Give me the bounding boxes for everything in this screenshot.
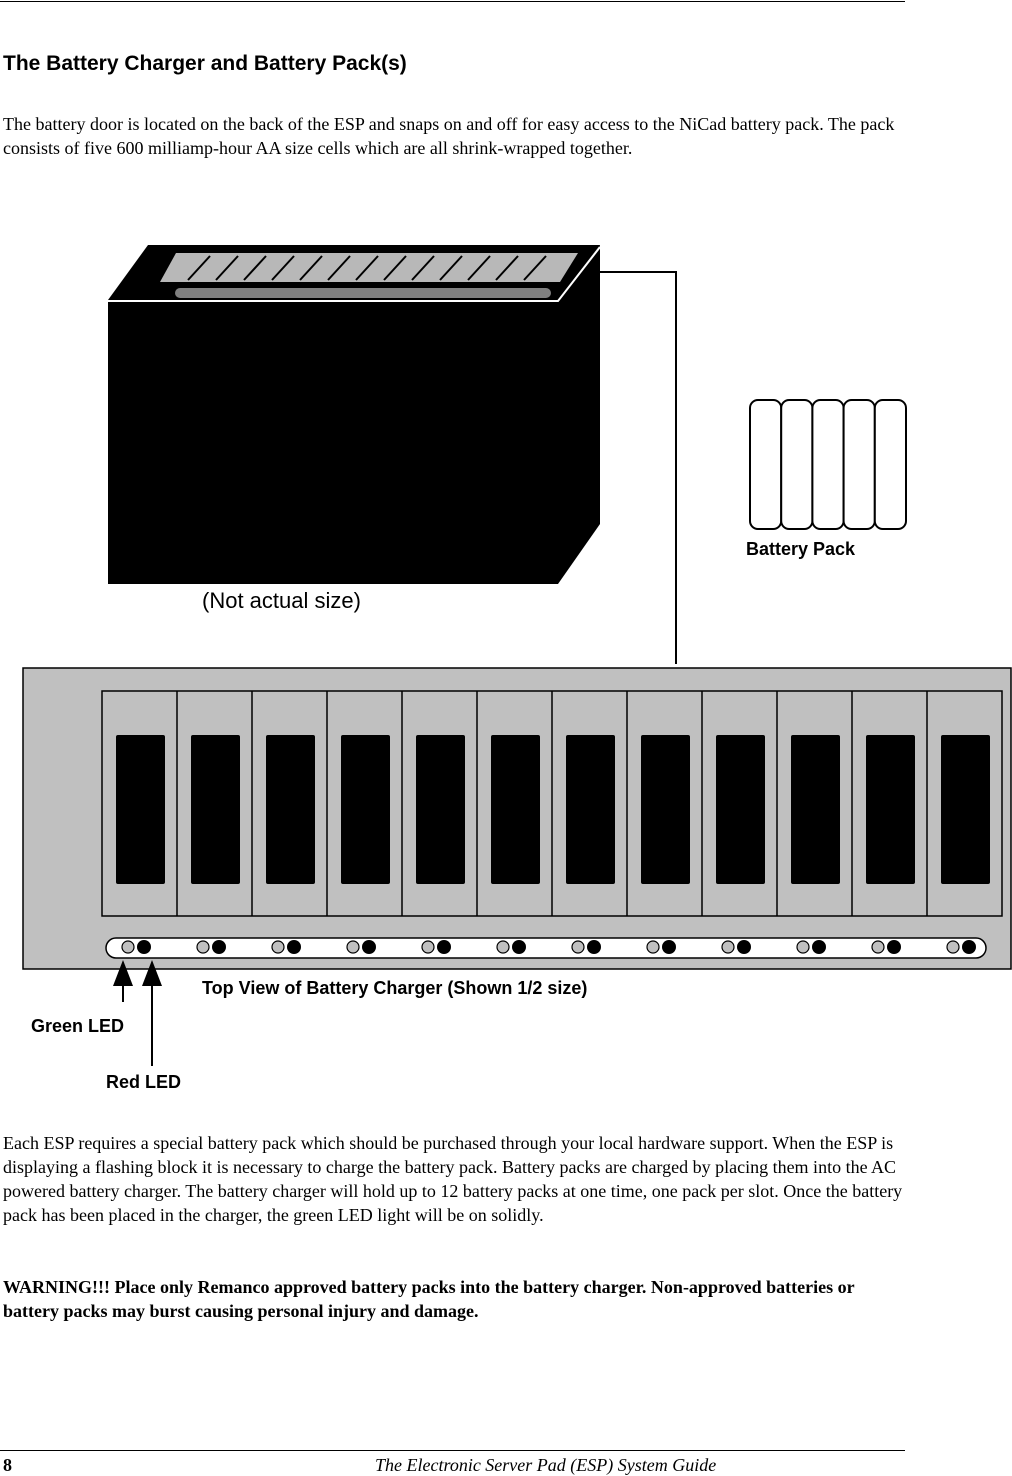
warning-paragraph: WARNING!!! Place only Remanco approved b… — [3, 1277, 855, 1321]
vent-line — [355, 255, 379, 281]
battery-cell — [780, 399, 814, 530]
green-led-indicator — [721, 940, 735, 954]
battery-pack — [749, 399, 907, 530]
vent-line — [187, 255, 211, 281]
led-bar — [105, 937, 987, 959]
red-led-indicator — [887, 940, 901, 954]
vent-line — [215, 255, 239, 281]
vent-line — [411, 255, 435, 281]
green-led-arrow — [113, 960, 133, 1002]
guide-title: The Electronic Server Pad (ESP) System G… — [375, 1455, 717, 1475]
battery-cell — [811, 399, 845, 530]
red-led-indicator — [812, 940, 826, 954]
charger-slot-pocket — [566, 735, 615, 884]
vent-line — [383, 255, 407, 281]
battery-cell — [873, 399, 907, 530]
green-led-indicator — [196, 940, 210, 954]
charger-block-front — [108, 300, 558, 584]
red-led-label: Red LED — [106, 1072, 182, 1092]
charging-paragraph: Each ESP requires a special battery pack… — [3, 1133, 903, 1225]
red-led-arrow — [142, 960, 162, 1066]
red-led-indicator — [437, 940, 451, 954]
charger-slot-pocket — [716, 735, 765, 884]
charger-slot-pocket — [266, 735, 315, 884]
green-led-indicator — [946, 940, 960, 954]
red-led-indicator — [587, 940, 601, 954]
charger-slots — [116, 691, 990, 916]
red-led-indicator — [737, 940, 751, 954]
footer-rule — [0, 1450, 905, 1451]
green-led-indicator — [571, 940, 585, 954]
red-led-indicator — [362, 940, 376, 954]
green-led-indicator — [421, 940, 435, 954]
vent-line — [299, 255, 323, 281]
led-pairs — [121, 940, 976, 954]
charger-slot-pocket — [116, 735, 165, 884]
red-led-indicator — [212, 940, 226, 954]
connector-line — [598, 271, 677, 664]
vent-line — [467, 255, 491, 281]
battery-figure — [22, 245, 1012, 1066]
top-rule — [0, 1, 905, 2]
charger-slot-pocket — [341, 735, 390, 884]
green-led-indicator — [646, 940, 660, 954]
red-led-indicator — [662, 940, 676, 954]
battery-cell — [749, 399, 783, 530]
green-led-indicator — [271, 940, 285, 954]
charger-slot-pocket — [641, 735, 690, 884]
not-actual-size-note: (Not actual size) — [202, 588, 361, 613]
vent-line — [327, 255, 351, 281]
charger-caption: Top View of Battery Charger (Shown 1/2 s… — [202, 978, 588, 998]
charger-slot-pocket — [941, 735, 990, 884]
charger-block-edge — [108, 246, 601, 302]
section-heading: The Battery Charger and Battery Pack(s) — [3, 52, 407, 75]
vent-line — [523, 255, 547, 281]
green-led-label: Green LED — [31, 1016, 125, 1036]
green-led-indicator — [496, 940, 510, 954]
red-led-indicator — [137, 940, 151, 954]
vent-line — [271, 255, 295, 281]
charger-slot-pocket — [416, 735, 465, 884]
intro-paragraph: The battery door is located on the back … — [3, 114, 895, 158]
green-led-indicator — [871, 940, 885, 954]
charger-slot-pocket — [866, 735, 915, 884]
charger-slot-pocket — [191, 735, 240, 884]
vent-lines — [187, 255, 547, 281]
red-led-indicator — [287, 940, 301, 954]
red-led-indicator — [962, 940, 976, 954]
green-led-indicator — [796, 940, 810, 954]
charger-block-side — [558, 245, 600, 584]
charger-vent-slot — [175, 288, 551, 298]
charger-block — [108, 245, 601, 584]
vent-line — [243, 255, 267, 281]
battery-cell — [842, 399, 876, 530]
charger-vent-panel — [160, 253, 578, 282]
vent-line — [495, 255, 519, 281]
green-led-indicator — [121, 940, 135, 954]
page-number: 8 — [3, 1455, 12, 1475]
red-led-indicator — [512, 940, 526, 954]
vent-line — [439, 255, 463, 281]
green-led-indicator — [346, 940, 360, 954]
charger-slot-pocket — [491, 735, 540, 884]
battery-pack-label: Battery Pack — [746, 539, 856, 559]
charger-slot-pocket — [791, 735, 840, 884]
